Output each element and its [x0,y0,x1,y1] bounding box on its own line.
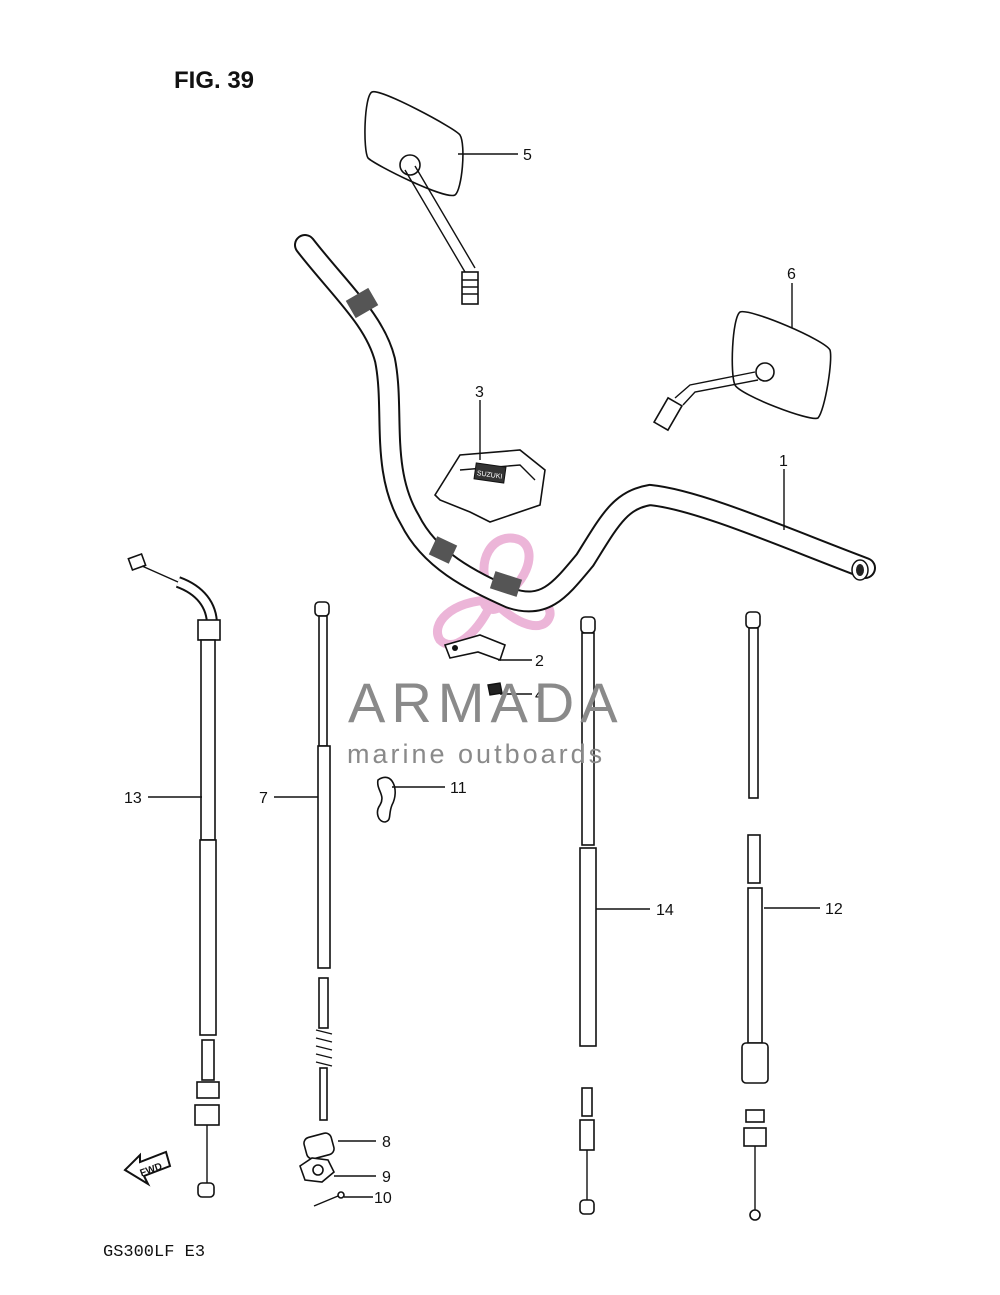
handlebar [294,234,876,613]
callout-6: 6 [787,266,796,283]
throttle-cable-return [314,601,333,1121]
mirror-left [364,91,479,305]
cotter-pin [313,1191,345,1207]
cable-clamp [443,634,506,662]
callout-4: 4 [535,687,544,704]
callout-9: 9 [382,1169,391,1186]
mirror-right [652,310,832,432]
model-code: GS300LF E3 [103,1243,205,1262]
lock-nut [299,1157,335,1183]
screw [487,682,503,696]
callout-1: 1 [779,453,788,470]
handlebar-switch-cover: SUZUKI [433,449,546,523]
watermark-brand: ARMADA [348,671,624,734]
cable-adjuster [303,1132,335,1160]
callout-11: 11 [450,780,467,797]
fwd-arrow-icon: FWD [123,1150,172,1187]
callout-14: 14 [656,902,674,919]
switch-marking: SUZUKI [476,470,502,481]
callout-10: 10 [374,1190,392,1207]
callout-3: 3 [475,384,484,401]
callout-lines [148,153,820,1198]
cable-guide [376,776,396,823]
callout-5: 5 [523,147,532,164]
watermark-tagline: marine outboards [347,739,605,769]
brake-cable [579,616,597,1215]
callout-7: 7 [259,790,268,807]
callout-13: 13 [124,790,142,807]
callout-12: 12 [825,901,843,918]
figure-title: FIG. 39 [174,67,254,94]
callout-8: 8 [382,1134,391,1151]
callout-2: 2 [535,653,544,670]
throttle-cable-pull [127,552,221,1198]
clutch-cable [741,611,769,1221]
